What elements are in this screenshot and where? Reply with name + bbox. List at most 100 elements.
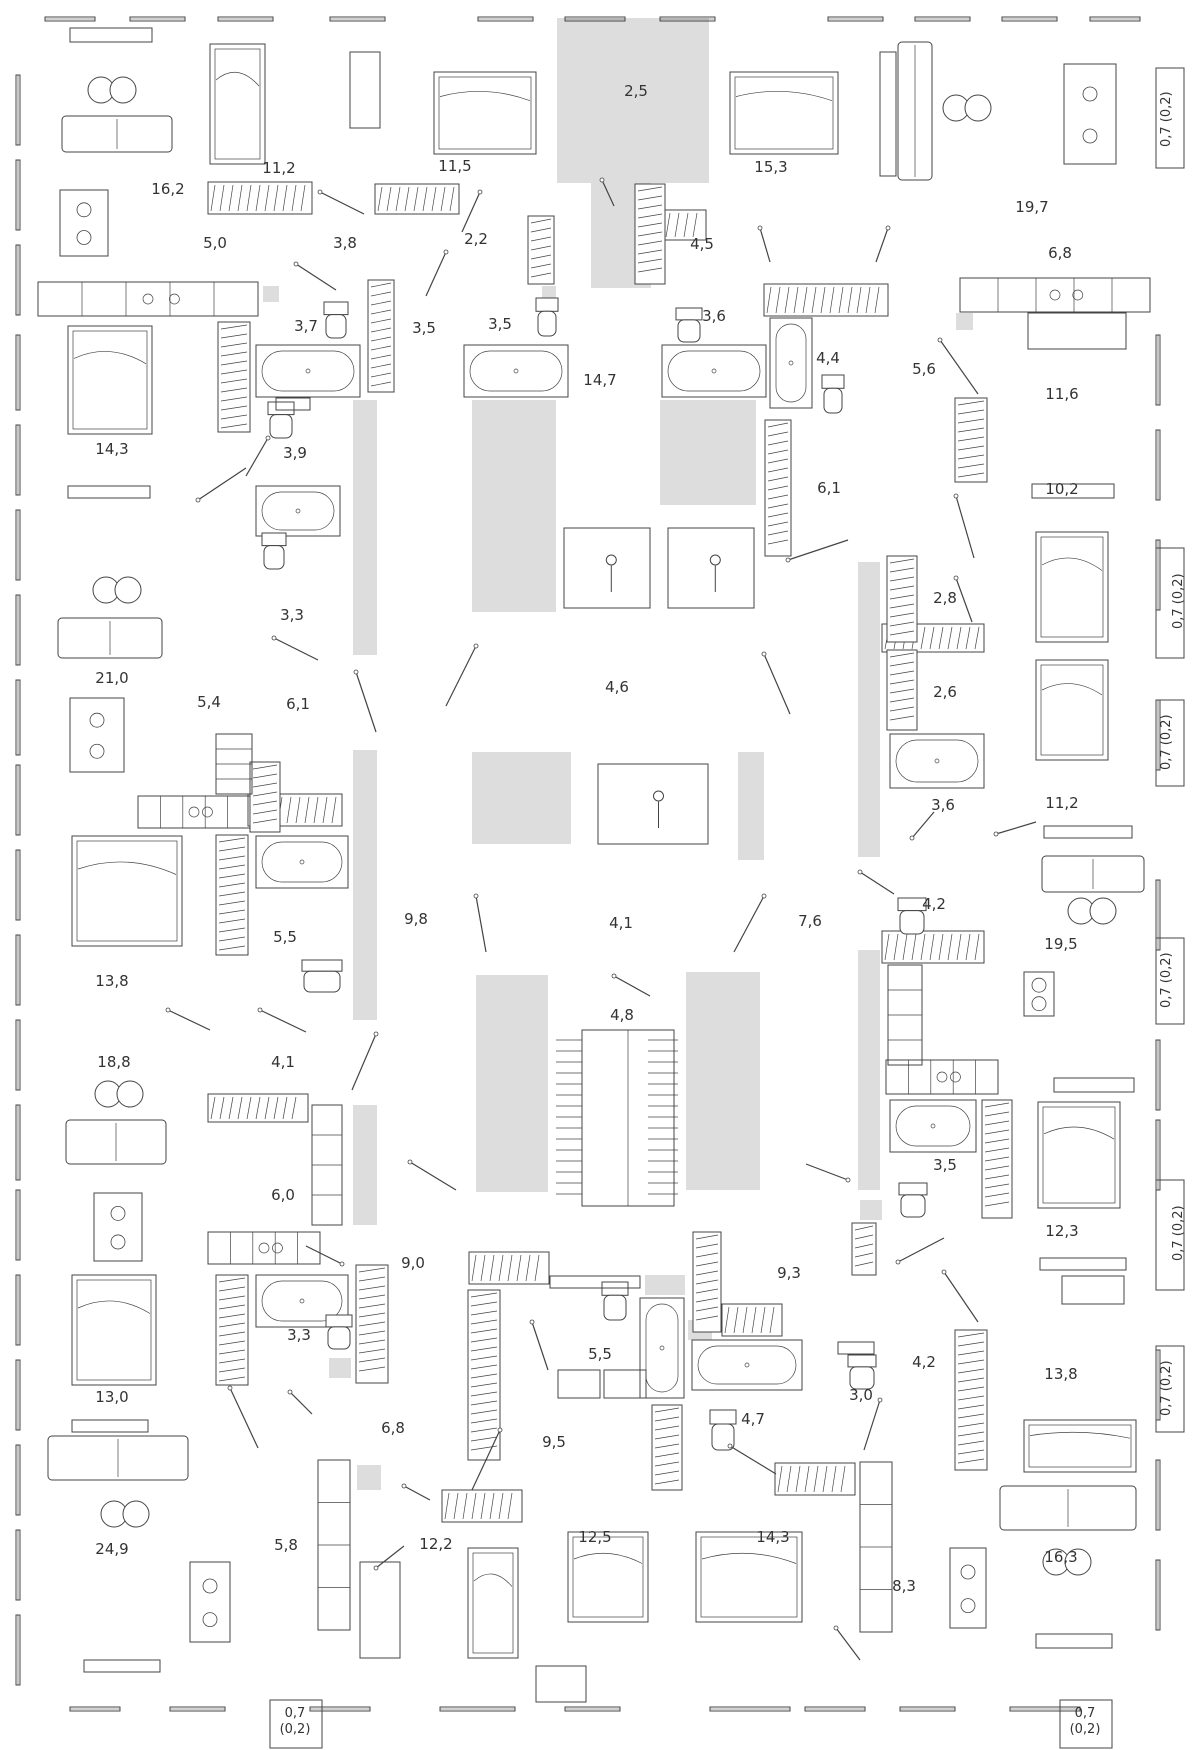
- wardrobe-hatch: [220, 405, 248, 411]
- furniture-outline: [603, 1369, 647, 1399]
- bathtub: [255, 485, 341, 537]
- balcony-frame: [1155, 547, 1185, 659]
- room-area-label: 3,9: [283, 444, 307, 462]
- wardrobe-hatch: [322, 796, 328, 824]
- cooktop-burner: [169, 293, 180, 305]
- room-area-label: 7,6: [798, 912, 822, 930]
- wardrobe-hatch: [252, 782, 278, 788]
- wardrobe-hatch: [654, 1443, 680, 1449]
- wardrobe-hatch: [767, 449, 789, 455]
- door-leaf: [355, 671, 377, 733]
- wardrobe-hatch: [637, 213, 663, 219]
- bathtub: [639, 1297, 685, 1399]
- door-leaf: [425, 251, 447, 297]
- wardrobe-hatch: [470, 1346, 498, 1352]
- wardrobe-hatch: [286, 796, 292, 824]
- wardrobe-hatch: [444, 1492, 450, 1520]
- toilet: [301, 959, 343, 972]
- bed: [214, 48, 261, 160]
- dining-table: [69, 697, 125, 773]
- wardrobe-hatch: [507, 1254, 513, 1282]
- wardrobe-hatch: [370, 363, 392, 369]
- wardrobe-hatch: [938, 933, 944, 961]
- room-area-label: 14,3: [95, 440, 129, 458]
- wardrobe-hatch: [291, 184, 297, 212]
- wardrobe-hatch: [893, 933, 899, 961]
- bathtub-drain: [299, 1298, 305, 1304]
- wardrobe-hatch: [470, 1292, 498, 1298]
- room-area-label: 24,9: [95, 1540, 129, 1558]
- toilet: [537, 310, 557, 337]
- room-area-label: 3,3: [287, 1326, 311, 1344]
- wardrobe-hatch: [695, 1279, 719, 1285]
- wardrobe-hatch: [965, 933, 971, 961]
- wardrobe-hatch: [470, 1427, 498, 1433]
- cooktop-burner: [142, 293, 154, 305]
- room-area-label: 14,7: [583, 371, 617, 389]
- wardrobe-hatch: [470, 1400, 498, 1406]
- coffee-table: [109, 76, 137, 104]
- door-leaf: [471, 1429, 501, 1491]
- toilet: [323, 301, 349, 316]
- furniture-outline: [275, 397, 311, 411]
- room-area-label: 6,8: [1048, 244, 1072, 262]
- bathtub: [661, 344, 767, 398]
- furniture-layer: [37, 27, 1151, 1703]
- wardrobe-hatch: [218, 1340, 246, 1346]
- wardrobe-hatch: [767, 521, 789, 527]
- bathtub-drain: [513, 368, 519, 374]
- wardrobe-hatch: [654, 1452, 680, 1458]
- wardrobe-hatch: [654, 1434, 680, 1440]
- wardrobe: [215, 1274, 249, 1386]
- door-hinge: [941, 1269, 947, 1275]
- bed-blanket: [77, 861, 177, 875]
- room-area-label: 12,2: [419, 1535, 453, 1553]
- wardrobe-hatch: [220, 387, 248, 393]
- bathtub-drain: [299, 859, 305, 865]
- wardrobe-hatch: [957, 463, 985, 469]
- bed-blanket: [573, 1552, 643, 1564]
- wardrobe-hatch: [489, 1254, 495, 1282]
- wardrobe-hatch: [525, 1254, 531, 1282]
- door-hinge: [265, 435, 271, 441]
- door-leaf: [409, 1161, 457, 1191]
- wardrobe-hatch: [304, 796, 310, 824]
- room-area-label: 13,8: [95, 972, 129, 990]
- balcony-frame: [1059, 1699, 1113, 1749]
- wardrobe-hatch: [220, 351, 248, 357]
- wardrobe-hatch: [654, 1425, 680, 1431]
- door-hinge: [845, 1177, 851, 1183]
- wardrobe-hatch: [793, 286, 799, 314]
- wardrobe-hatch: [470, 1355, 498, 1361]
- dining-plate: [960, 1598, 976, 1613]
- bed: [729, 71, 839, 155]
- door-leaf: [167, 1009, 211, 1031]
- wardrobe-hatch: [929, 933, 935, 961]
- wardrobe-hatch: [865, 286, 871, 314]
- room-area-label: 9,3: [777, 1264, 801, 1282]
- wardrobe-hatch: [220, 396, 248, 402]
- dining-plate: [89, 712, 105, 728]
- door-hinge: [373, 1031, 379, 1037]
- door-leaf: [859, 871, 895, 895]
- door-hinge: [757, 225, 763, 231]
- wardrobe-hatch: [695, 1306, 719, 1312]
- bed: [695, 1531, 803, 1623]
- door-hinge: [271, 635, 277, 641]
- bed: [1042, 1106, 1116, 1204]
- door-leaf: [939, 339, 979, 395]
- balcony-area-label: 0,7 (0,2): [1159, 714, 1174, 770]
- door-hinge: [857, 869, 863, 875]
- room-area-label: 3,8: [333, 234, 357, 252]
- door-leaf: [295, 263, 337, 291]
- wardrobe-hatch: [370, 381, 392, 387]
- bed-blanket: [701, 1552, 797, 1564]
- bathtub: [261, 1280, 343, 1322]
- wardrobe-hatch: [767, 431, 789, 437]
- wardrobe-hatch: [767, 485, 789, 491]
- wardrobe-hatch: [695, 1252, 719, 1258]
- wardrobe-hatch: [767, 458, 789, 464]
- wardrobe-hatch: [654, 1407, 680, 1413]
- wardrobe-hatch: [370, 336, 392, 342]
